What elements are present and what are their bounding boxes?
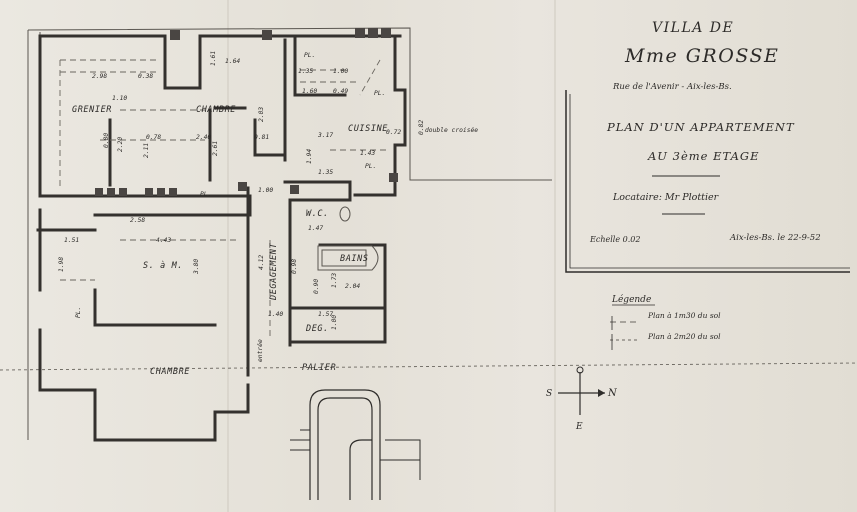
legend-item-1: Plan à 1m30 du sol xyxy=(647,311,721,320)
dimension: 0.78 xyxy=(146,134,161,141)
bathtub xyxy=(317,245,379,271)
dimension: 0.72 xyxy=(386,129,401,136)
dimension: 1.51 xyxy=(64,237,79,244)
dimension: 0.98 xyxy=(291,259,298,274)
reference-dashes xyxy=(59,59,640,341)
dimension: 0.80 xyxy=(103,133,110,148)
dimension: 0.38 xyxy=(138,73,153,80)
dimension: 1.98 xyxy=(58,257,65,272)
dimension: 2.04 xyxy=(345,283,360,290)
dimension: 2.40 xyxy=(196,134,211,141)
compass-rose xyxy=(558,366,605,415)
label-placard: PL. xyxy=(304,52,315,59)
dimension: 2.58 xyxy=(130,217,145,224)
dimension: 2.20 xyxy=(117,137,124,152)
dimension: 1.40 xyxy=(268,311,283,318)
dimension: 4.43 xyxy=(156,237,171,244)
legend-heading: Légende xyxy=(611,294,651,305)
section-line xyxy=(0,362,857,371)
title-plan-line2: AU 3ème ETAGE xyxy=(647,149,759,163)
dimension-annotations: 2.98 0.38 1.10 1.61 1.64 0.80 2.20 2.11 … xyxy=(58,51,425,330)
dimension: 1.00 xyxy=(331,315,338,330)
dimension: 0.82 xyxy=(418,120,425,135)
dimension: 1.94 xyxy=(306,149,313,164)
dimension: 1.43 xyxy=(360,150,375,157)
label-placard: PL. xyxy=(200,191,211,198)
dimension: 0.81 xyxy=(254,134,269,141)
label-placard: PL. xyxy=(374,90,385,97)
dimension: 1.35 xyxy=(298,68,313,75)
title-scale: Echelle 0.02 xyxy=(589,235,640,244)
staircase xyxy=(290,389,421,500)
title-plan-line1: PLAN D'UN APPARTEMENT xyxy=(606,120,795,134)
compass-label-s: S xyxy=(546,389,552,399)
dimension: 2.98 xyxy=(92,73,107,80)
title-owner: Mme GROSSE xyxy=(624,45,779,67)
dimension: 3.80 xyxy=(193,259,200,275)
room-label-degagement: DEGAGEMENT xyxy=(269,243,279,301)
room-label-palier: PALIER xyxy=(302,363,336,373)
dimension: 1.00 xyxy=(258,187,273,194)
dimension: 1.64 xyxy=(225,58,240,65)
title-date: Aix-les-Bs. le 22-9-52 xyxy=(729,233,821,243)
label-double-croisee: double croisée xyxy=(425,126,478,134)
dimension: 3.17 xyxy=(317,132,333,139)
room-label-bains: BAINS xyxy=(340,254,369,264)
dimension: 1.00 xyxy=(333,68,348,75)
dimension: 1.47 xyxy=(308,225,323,232)
room-label-deg: DEG. xyxy=(305,324,329,334)
title-address: Rue de l'Avenir - Aix-les-Bs. xyxy=(612,82,732,92)
room-label-chambre-2: CHAMBRE xyxy=(150,367,190,377)
dimension: 2.03 xyxy=(258,107,265,122)
label-placard: PL. xyxy=(75,307,82,318)
dimension: 2.61 xyxy=(212,141,219,156)
bathtub-inner xyxy=(321,249,367,267)
title-block-frame xyxy=(565,90,850,273)
label-entree: entrée xyxy=(256,339,264,362)
dimension: 1.10 xyxy=(112,95,127,102)
dimension: 1.57 xyxy=(318,311,333,318)
label-placard: PL. xyxy=(365,163,376,170)
title-block-frame-inner xyxy=(569,94,850,269)
room-label-grenier: GRENIER xyxy=(72,105,112,115)
dimension: 1.60 xyxy=(302,88,317,95)
dimension: 1.35 xyxy=(318,169,333,176)
legend-item-2: Plan à 2m20 du sol xyxy=(647,332,721,341)
title-villa-de: VILLA DE xyxy=(652,20,734,36)
room-label-salle-a-manger: S. à M. xyxy=(143,261,183,271)
flue-boxes xyxy=(95,28,398,196)
dimension: 4.12 xyxy=(258,255,265,270)
room-label-wc: W.C. xyxy=(306,209,329,219)
room-label-chambre: CHAMBRE xyxy=(196,105,236,115)
walls xyxy=(36,34,407,442)
dimension: 1.61 xyxy=(210,51,217,66)
wc-bowl xyxy=(339,206,351,222)
dimension: 2.11 xyxy=(143,143,150,158)
dimension: 0.90 xyxy=(313,279,320,294)
room-label-cuisine: CUISINE xyxy=(348,124,388,134)
title-tenant: Locataire: Mr Plottier xyxy=(612,192,720,203)
dimension: 1.73 xyxy=(331,273,338,288)
compass-label-n: N xyxy=(607,388,618,399)
compass-label-e: E xyxy=(575,422,583,432)
dimension: 0.49 xyxy=(333,88,348,95)
